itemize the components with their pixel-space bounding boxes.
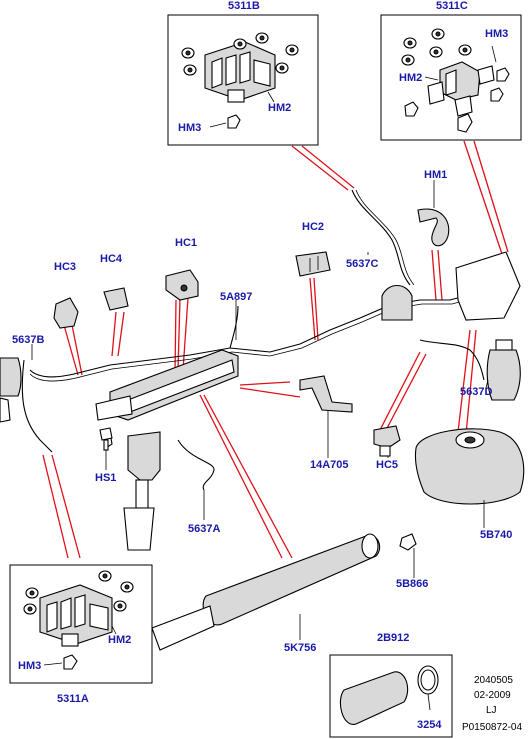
label-hm2-c: HM2 (399, 72, 422, 84)
valve-block-5311B (204, 41, 276, 103)
harness-main (21, 189, 485, 491)
meta-ref: P0150872-04 (462, 722, 522, 733)
grommets-5311B (181, 32, 299, 129)
label-5637B: 5637B (12, 334, 44, 346)
label-hc3: HC3 (54, 261, 76, 273)
clip-HC1 (165, 269, 199, 301)
clip-HC4 (103, 287, 129, 311)
cover-5B740 (414, 428, 525, 505)
inset-5311A (9, 564, 153, 684)
label-hc2: HC2 (302, 221, 324, 233)
label-5311C: 5311C (436, 0, 468, 12)
label-hc5: HC5 (376, 459, 398, 471)
valve-block-5311C (427, 61, 495, 117)
meta-initials: LJ (486, 705, 497, 716)
drawing-meta: 2040505 02-2009 LJ P0150872-04 (462, 675, 522, 733)
label-5K756: 5K756 (284, 642, 316, 654)
label-5637D: 5637D (460, 386, 492, 398)
grommets-5311C (401, 28, 510, 133)
label-3254: 3254 (417, 719, 442, 731)
grommets-5311A (23, 570, 134, 670)
valve-housing (381, 251, 521, 321)
reservoir-5K756 (151, 533, 381, 651)
meta-date: 02-2009 (474, 690, 511, 701)
label-14A705: 14A705 (310, 459, 349, 471)
callout-labels: 5311B 5311C 5311A HM2 HM3 HM3 HM2 HM2 HM… (12, 0, 512, 731)
inset-2B912 (329, 654, 453, 738)
clip-HC2 (295, 251, 331, 277)
label-5637A: 5637A (188, 523, 220, 535)
label-hm3-c: HM3 (485, 28, 508, 40)
strut-HS1 (103, 431, 161, 551)
inset-5311C (380, 14, 522, 141)
label-5637C: 5637C (346, 258, 378, 270)
clip-HC3 (53, 297, 79, 329)
label-hm2-a: HM2 (108, 634, 131, 646)
air-spring-right (486, 339, 521, 401)
label-5A897: 5A897 (220, 291, 252, 303)
inset-5311B (167, 14, 319, 146)
label-2B912: 2B912 (377, 632, 409, 644)
bracket-14A705 (299, 375, 353, 413)
label-hm2-b: HM2 (268, 102, 291, 114)
meta-code: 2040505 (474, 675, 513, 686)
label-5B740: 5B740 (480, 529, 512, 541)
reservoir-5A897 (95, 349, 239, 421)
clip-HC5 (373, 425, 401, 457)
label-5B866: 5B866 (396, 578, 428, 590)
fittings (99, 427, 417, 551)
label-5311B: 5311B (228, 0, 260, 12)
label-5311A: 5311A (57, 693, 89, 705)
label-hc1: HC1 (175, 237, 197, 249)
label-hm1: HM1 (424, 169, 447, 181)
link-lines (42, 140, 509, 559)
label-hm3-a: HM3 (18, 660, 41, 672)
air-spring-left (0, 357, 22, 423)
label-hc4: HC4 (100, 253, 123, 265)
valve-block-5311A (39, 584, 113, 647)
label-hs1: HS1 (95, 472, 116, 484)
strap-HM1 (417, 208, 450, 247)
label-hm3-b: HM3 (178, 122, 201, 134)
label-leaders (31, 180, 489, 640)
